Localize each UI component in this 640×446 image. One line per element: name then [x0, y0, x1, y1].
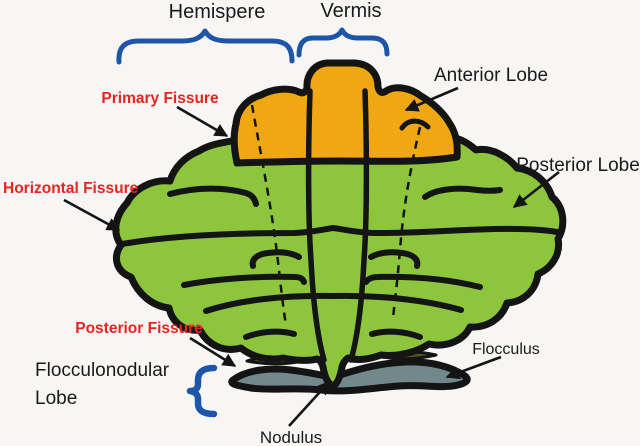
horizontal-fissure-line — [119, 224, 560, 247]
fissure-hook-bottom-right — [369, 328, 423, 340]
flocculonodular-brace — [186, 364, 218, 418]
fissure-hook-bottom-left — [243, 328, 297, 340]
flocculus-label: Flocculus — [472, 341, 540, 358]
vermis-label: Vermis — [320, 0, 381, 22]
vermis-brace — [296, 27, 390, 58]
posterior-fissure-arrow — [189, 336, 237, 368]
nodulus-label: Nodulus — [260, 428, 322, 446]
nodulus-arrow — [288, 380, 330, 427]
primary-fissure-label: Primary Fissure — [101, 90, 219, 107]
posterior-lobe-shape — [112, 133, 567, 390]
anterior-lobe-seam — [399, 118, 431, 131]
hemisphere-brace — [116, 28, 295, 65]
fissure-line-lower-left — [181, 273, 307, 288]
posterior-lobe-label: Posterior Lobe — [516, 155, 640, 176]
flocculus-arrow — [445, 355, 502, 380]
horizontal-fissure-label: Horizontal Fissure — [3, 180, 139, 197]
vermis-line-right — [348, 88, 370, 363]
fissure-line-mid-right — [368, 249, 421, 269]
horizontal-fissure-arrow — [63, 198, 121, 232]
fissure-line-upper-left — [167, 185, 259, 207]
paravermal-dashed-line-right — [391, 126, 422, 319]
anterior-lobe-label: Anterior Lobe — [434, 65, 548, 86]
anterior-lobe-shape — [230, 59, 461, 167]
flocculonodular-lobe-label-line2: Lobe — [35, 388, 77, 409]
primary-fissure-arrow — [176, 105, 229, 138]
fissure-line-mid-left — [249, 249, 302, 269]
flocculonodular-lobe-shape — [228, 358, 471, 395]
flocculonodular-lobe-label-line1: Flocculonodular — [35, 360, 170, 381]
anterior-lobe-arrow — [404, 86, 459, 112]
fissure-line-bottom-arc — [203, 292, 464, 314]
posterior-fissure-label: Posterior Fissure — [75, 320, 203, 337]
paravermal-dashed-line-left — [250, 104, 288, 326]
posterior-lobe-arrow — [512, 170, 560, 209]
hemisphere-label: Hemispere — [169, 1, 266, 23]
fissure-line-lower-right — [363, 273, 483, 290]
vermis-line-left — [305, 88, 327, 363]
fissure-line-upper-right — [422, 185, 503, 200]
